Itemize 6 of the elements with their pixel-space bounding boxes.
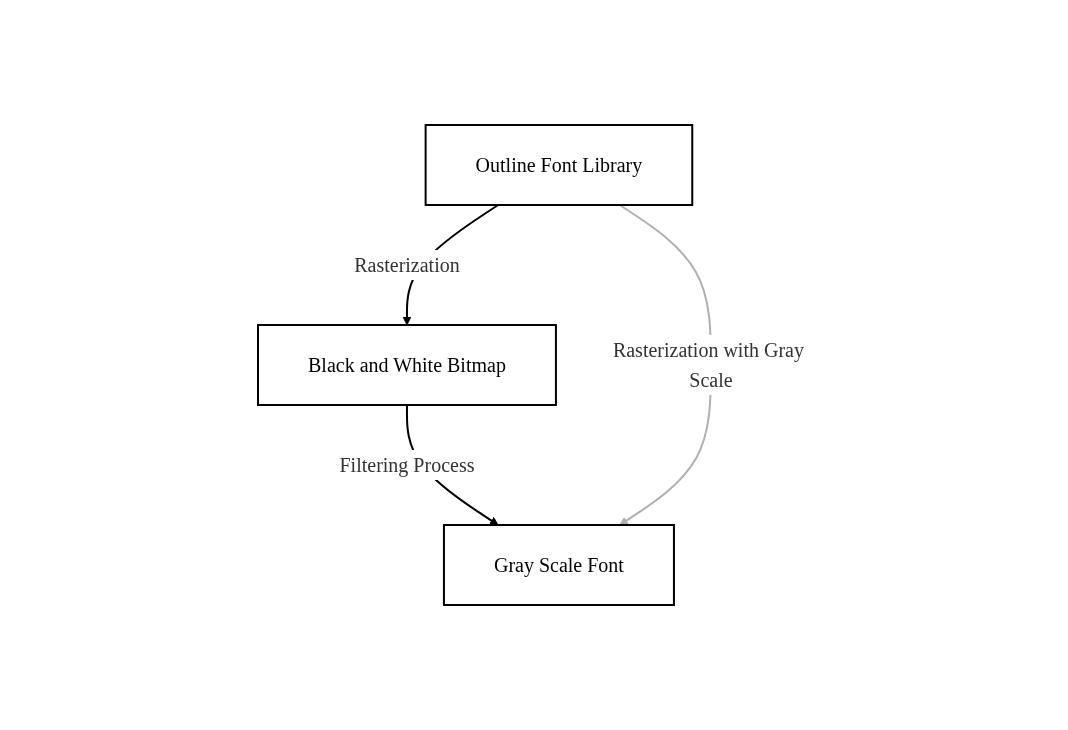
node-box: Outline Font Library [424, 124, 693, 206]
node-box: Black and White Bitmap [256, 324, 557, 406]
edge-label: Rasterization [353, 254, 460, 276]
edge-label: Filtering Process [338, 454, 474, 476]
edge-label: Rasterization with Gray Scale [612, 339, 804, 391]
node-box: Gray Scale Font [442, 524, 675, 606]
